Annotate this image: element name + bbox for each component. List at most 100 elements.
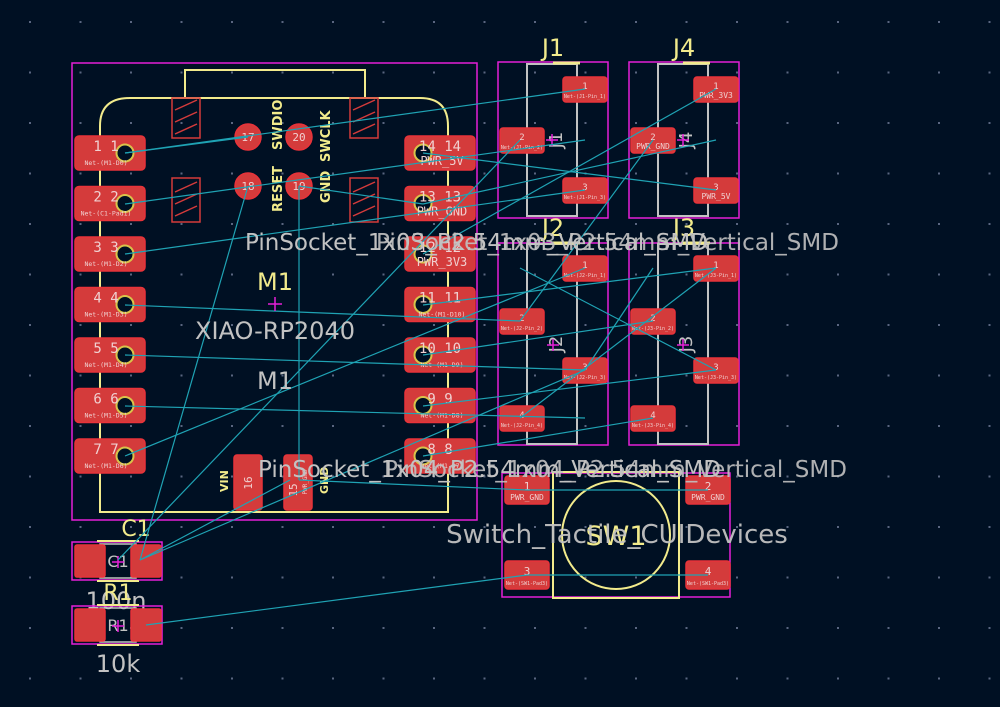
grid-dot	[938, 374, 940, 377]
grid-dot	[433, 526, 435, 528]
grid-dot	[130, 475, 132, 478]
grid-dot	[180, 324, 183, 326]
grid-dot	[988, 172, 991, 175]
sw1-reference: SW1	[585, 521, 646, 552]
pad-net: Net-(J2-Pin_3)	[564, 375, 606, 381]
grid-dot	[786, 425, 789, 427]
pad-number: 1 1	[93, 139, 118, 155]
grid-dot	[29, 677, 31, 680]
grid-dot	[887, 223, 890, 225]
grid-dot	[837, 627, 839, 629]
ratsnest-line	[124, 267, 586, 457]
grid-dot	[130, 223, 132, 225]
grid-dot	[887, 21, 890, 23]
pad-number: 3	[524, 565, 531, 578]
grid-dot	[938, 172, 940, 175]
grid-dot	[736, 677, 738, 680]
grid-dot	[180, 576, 183, 579]
grid-dot	[736, 71, 738, 74]
grid-dot	[332, 576, 334, 579]
r1-pad-1[interactable]	[74, 608, 106, 642]
grid-dot	[635, 21, 637, 23]
grid-dot	[29, 576, 31, 579]
grid-dot	[483, 677, 486, 680]
grid-dot	[938, 526, 940, 528]
grid-dot	[635, 475, 637, 478]
grid-dot	[534, 273, 536, 276]
m1-pad-16[interactable]: 16	[233, 454, 263, 511]
j1-reference: J1	[540, 34, 564, 62]
pad-number: 10 10	[419, 341, 461, 357]
grid-dot	[988, 677, 991, 680]
pad-number: 3	[582, 183, 587, 193]
grid-dot	[332, 425, 334, 427]
footprint-r1[interactable]: R1 R1 10k	[71, 581, 163, 678]
grid-dot	[938, 576, 940, 579]
c1-pad-2[interactable]	[130, 544, 162, 578]
m1-silkscreen-outline	[99, 97, 449, 513]
grid-dot	[483, 172, 486, 175]
footprint-sw1[interactable]: 1PWR_GND2PWR_GND3Net-(SW1-Pad3)4Net-(SW1…	[446, 471, 788, 599]
grid-dot	[534, 677, 536, 680]
grid-dot	[332, 21, 334, 23]
grid-dot	[938, 475, 940, 478]
grid-dot	[685, 71, 688, 74]
m1-pad-1[interactable]: 1 1 Net-(M1-D0)	[74, 135, 146, 171]
grid-dot	[988, 627, 991, 629]
m1-pad-20[interactable]: 20	[285, 123, 313, 151]
ratsnest-line	[519, 139, 654, 322]
grid-dot	[29, 627, 31, 629]
pad-number: 1	[582, 82, 587, 92]
grid-dot	[79, 374, 82, 377]
pad-number: 2	[650, 314, 655, 324]
grid-dot	[534, 374, 536, 377]
j1-value: PinSocket_1x03_P2.54mm_Vertical_SMD	[245, 230, 708, 256]
grid-dot	[332, 71, 334, 74]
grid-dot	[180, 122, 183, 124]
grid-dots	[29, 21, 991, 680]
pad-net: Net-(M1-D0)	[84, 159, 127, 167]
grid-dot	[837, 21, 839, 23]
ratsnest-line	[145, 574, 528, 626]
grid-dot	[988, 576, 991, 579]
grid-dot	[887, 324, 890, 326]
c1-pad-1[interactable]	[74, 544, 106, 578]
grid-dot	[79, 677, 82, 680]
grid-dot	[382, 374, 385, 377]
ratsnest-line	[519, 267, 717, 419]
grid-dot	[685, 223, 688, 225]
pad-net: PWR_GND	[417, 205, 468, 219]
grid-dot	[534, 71, 536, 74]
pad-net: PWR_GND	[636, 142, 670, 151]
grid-dot	[382, 475, 385, 478]
grid-dot	[483, 475, 486, 478]
grid-dot	[483, 324, 486, 326]
through-hole	[115, 295, 135, 314]
label-gnd-swd: GND	[319, 170, 334, 203]
grid-dot	[584, 324, 587, 326]
grid-dot	[786, 273, 789, 276]
pad-number: 8 8	[427, 442, 452, 458]
grid-dot	[433, 627, 435, 629]
m1-origin-marker	[268, 297, 282, 311]
grid-dot	[887, 677, 890, 680]
grid-dot	[685, 122, 688, 124]
grid-dot	[584, 122, 587, 124]
grid-dot	[180, 21, 183, 23]
grid-dot	[180, 172, 183, 175]
